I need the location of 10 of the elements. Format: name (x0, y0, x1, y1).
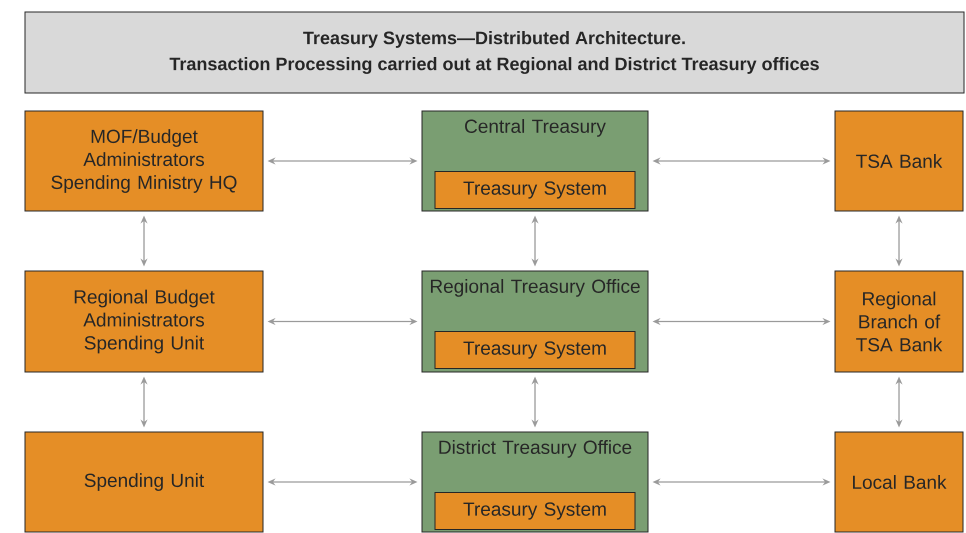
process-box: Treasury System (434, 171, 636, 209)
process-box: Treasury System (434, 492, 636, 530)
title-banner: Treasury Systems—Distributed Architecture. Transaction Processing carried out at Regional and District Treasury offices (24, 12, 964, 94)
process-box: Treasury System (434, 331, 636, 369)
process-box: TSA Bank (834, 110, 964, 212)
process-box: Regional Branch of TSA Bank (834, 270, 964, 372)
process-box: Spending Unit (24, 432, 264, 532)
process-box: Regional Budget Administrators Spending Unit (24, 270, 264, 372)
process-box: MOF/Budget Administrators Spending Ministry HQ (24, 110, 264, 212)
process-box: Local Bank (834, 432, 964, 532)
